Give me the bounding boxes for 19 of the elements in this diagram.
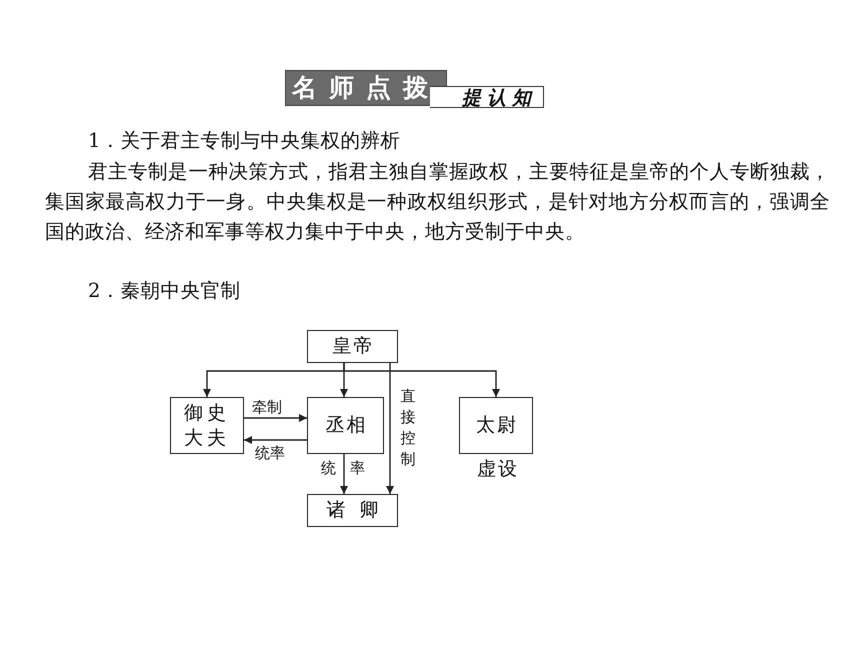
arrow [386, 363, 394, 494]
arrow [244, 436, 307, 444]
arrow [244, 414, 307, 422]
edge-label: 牵制 [252, 399, 282, 416]
title-banner: 名师点拨 [285, 70, 447, 106]
process-box: 太尉 [459, 397, 533, 454]
section-heading: 2．秦朝中央官制 [88, 278, 240, 304]
process-box: 御史大夫 [170, 397, 244, 454]
arrow [343, 363, 500, 397]
note-text: 虚设 [477, 459, 519, 480]
arrow [340, 454, 348, 494]
process-box: 皇帝 [307, 330, 398, 363]
paragraph-text: 君主专制是一种决策方式，指君主独自掌握政权，主要特征是皇帝的个人专断独裁，集国家最高权力于一身。中央集权是一种政权组织形式，是针对地方分权而言的，强调全国的政治、经济和军事等权力集中于中央，地方受制于中央。 [45, 159, 830, 245]
edge-label: 统率 [255, 445, 285, 462]
subtitle-banner: 提认知 [430, 86, 544, 108]
process-box: 丞相 [307, 397, 384, 454]
process-box: 诸卿 [307, 494, 398, 527]
edge-label: 统率 [321, 460, 379, 476]
section-heading: 1．关于君主专制与中央集权的辨析 [88, 128, 400, 154]
